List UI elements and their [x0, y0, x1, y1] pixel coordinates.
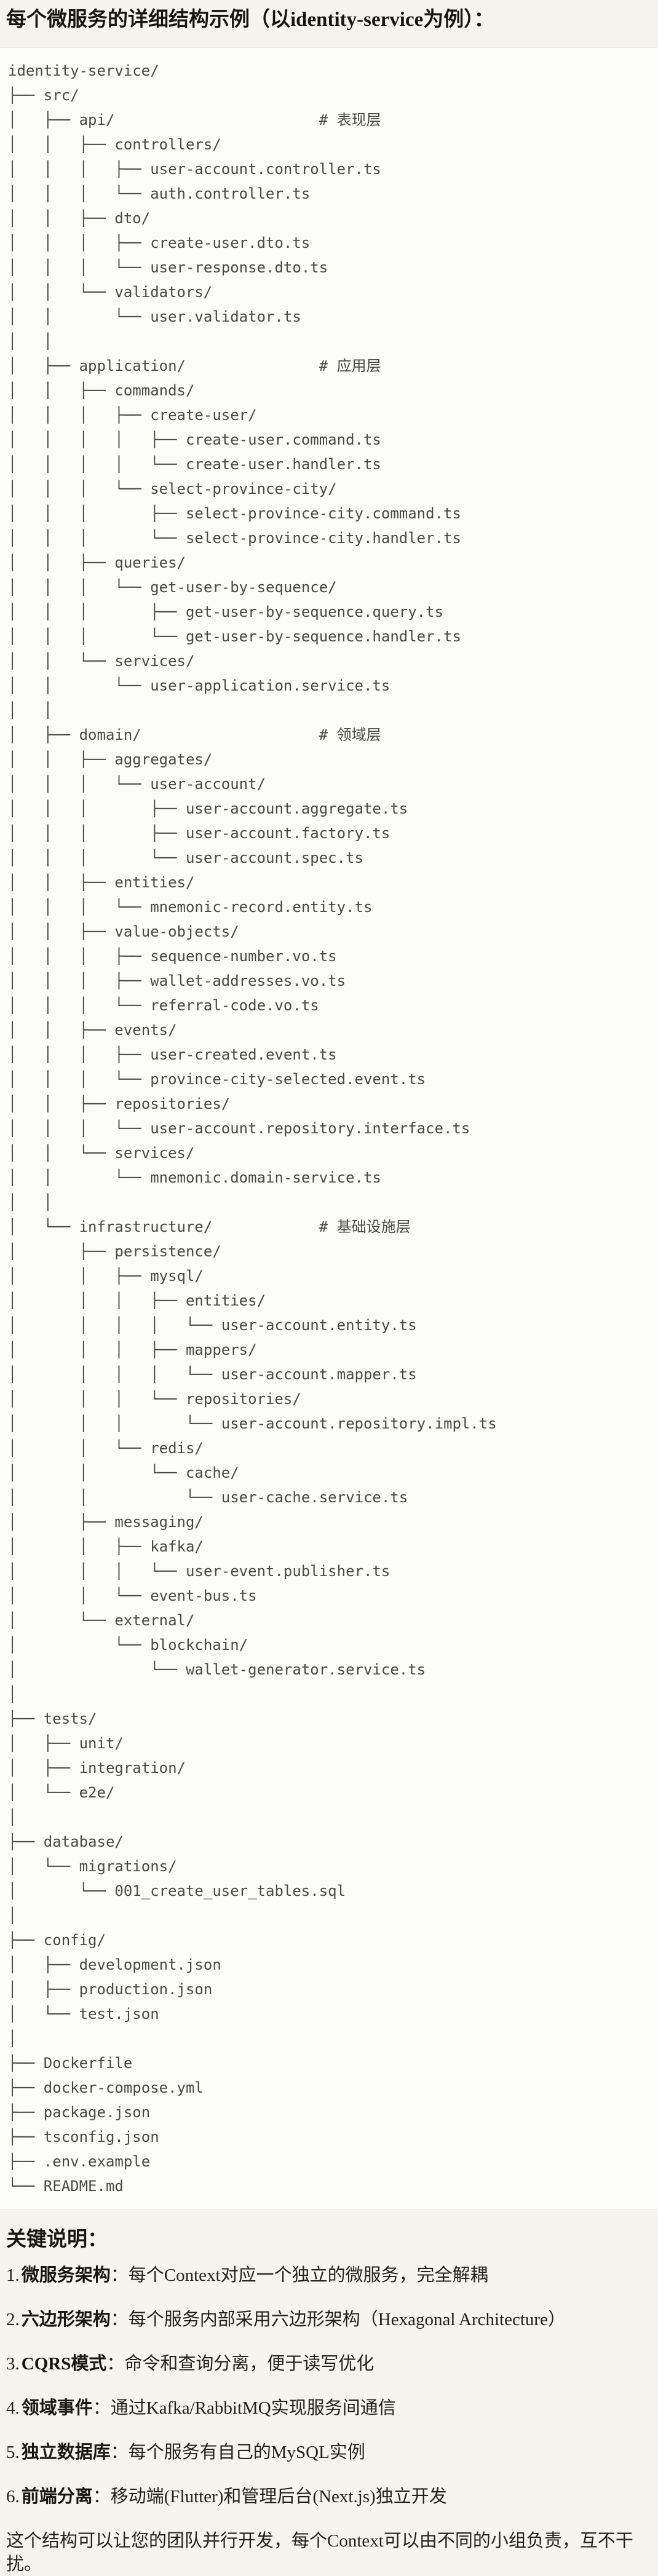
list-item: 4.领域事件：通过Kafka/RabbitMQ实现服务间通信	[6, 2396, 652, 2420]
list-item: 5.独立数据库：每个服务有自己的MySQL实例	[6, 2441, 652, 2464]
list-item-term: 前端分离	[21, 2486, 93, 2507]
list-item: 3.CQRS模式：命令和查询分离，便于读写优化	[6, 2352, 652, 2376]
list-item-term: CQRS模式	[21, 2353, 107, 2374]
closing-paragraph: 这个结构可以让您的团队并行开发，每个Context可以由不同的小组负责，互不干扰…	[6, 2530, 633, 2574]
notes-heading: 关键说明：	[6, 2228, 108, 2251]
list-item-number: 4.	[6, 2398, 20, 2418]
list-item-desc: ：每个Context对应一个独立的微服务，完全解耦	[110, 2265, 488, 2285]
notes-list: 1.微服务架构：每个Context对应一个独立的微服务，完全解耦 2.六边形架构…	[6, 2264, 652, 2508]
list-item-number: 3.	[6, 2353, 20, 2374]
list-item-desc: ：每个服务有自己的MySQL实例	[110, 2442, 365, 2462]
list-item-desc: ：每个服务内部采用六边形架构（Hexagonal Architecture）	[110, 2309, 566, 2329]
list-item-term: 六边形架构	[21, 2309, 111, 2329]
list-item-number: 6.	[6, 2486, 20, 2507]
list-item-number: 1.	[6, 2265, 20, 2285]
list-item-term: 微服务架构	[21, 2265, 111, 2285]
list-item-term: 领域事件	[21, 2398, 93, 2418]
directory-tree: identity-service/ ├── src/ │ ├── api/ # …	[8, 61, 497, 2195]
list-item: 2.六边形架构：每个服务内部采用六边形架构（Hexagonal Architec…	[6, 2308, 652, 2331]
list-item-desc: ：命令和查询分离，便于读写优化	[106, 2353, 375, 2374]
list-item: 1.微服务架构：每个Context对应一个独立的微服务，完全解耦	[6, 2264, 652, 2287]
list-item: 6.前端分离：移动端(Flutter)和管理后台(Next.js)独立开发	[6, 2485, 652, 2508]
list-item-term: 独立数据库	[21, 2442, 111, 2462]
code-block: identity-service/ ├── src/ │ ├── api/ # …	[0, 47, 658, 2209]
list-item-desc: ：通过Kafka/RabbitMQ实现服务间通信	[92, 2398, 396, 2418]
list-item-number: 2.	[6, 2309, 20, 2329]
list-item-desc: ：移动端(Flutter)和管理后台(Next.js)独立开发	[92, 2486, 447, 2507]
page-title: 每个微服务的详细结构示例（以identity-service为例）：	[6, 9, 494, 31]
list-item-number: 5.	[6, 2442, 20, 2462]
